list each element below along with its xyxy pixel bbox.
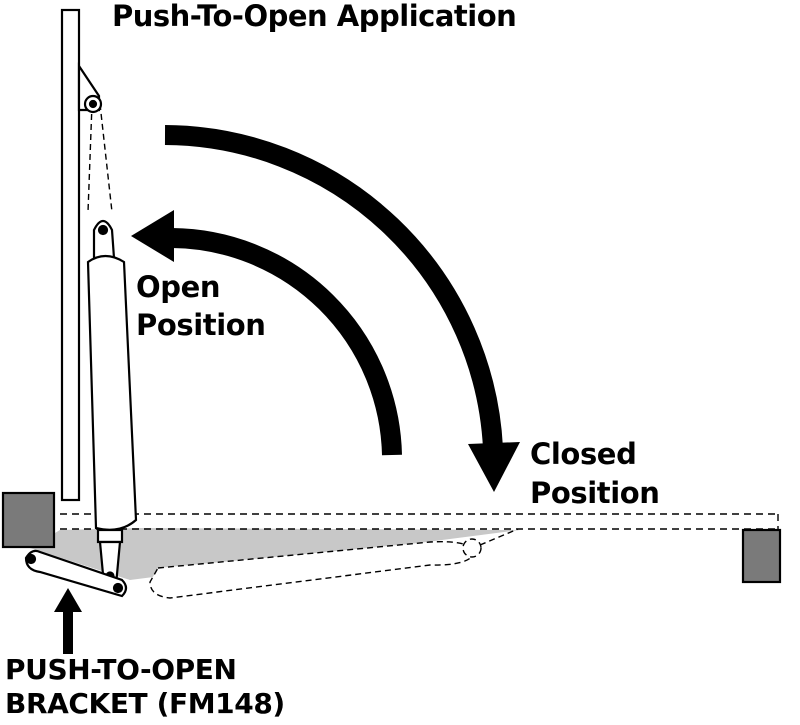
bracket-arm xyxy=(24,549,128,598)
arrow-to-open-icon xyxy=(131,210,402,456)
open-position-line2: Position xyxy=(136,308,266,342)
diagram-title: Push-To-Open Application xyxy=(112,0,517,33)
up-arrow-icon xyxy=(54,588,82,654)
closed-arm-outline xyxy=(149,528,519,599)
hinge-block-icon xyxy=(1,491,56,549)
closed-position-label: Closed Position xyxy=(530,435,660,513)
bracket-label: PUSH-TO-OPEN BRACKET (FM148) xyxy=(5,653,285,721)
bracket-line1: PUSH-TO-OPEN xyxy=(5,653,237,686)
closed-position-line2: Position xyxy=(530,476,660,510)
closed-door-outline xyxy=(60,513,779,530)
closed-position-line1: Closed xyxy=(530,437,637,471)
swing-shadow xyxy=(30,528,520,580)
open-position-label: Open Position xyxy=(136,268,266,344)
door-closer-icon xyxy=(86,219,138,590)
arrow-to-closed-icon xyxy=(164,125,520,492)
open-door xyxy=(60,8,103,502)
strike-block-icon xyxy=(741,528,782,584)
bracket-line2: BRACKET (FM148) xyxy=(5,687,285,720)
open-position-line1: Open xyxy=(136,270,221,304)
